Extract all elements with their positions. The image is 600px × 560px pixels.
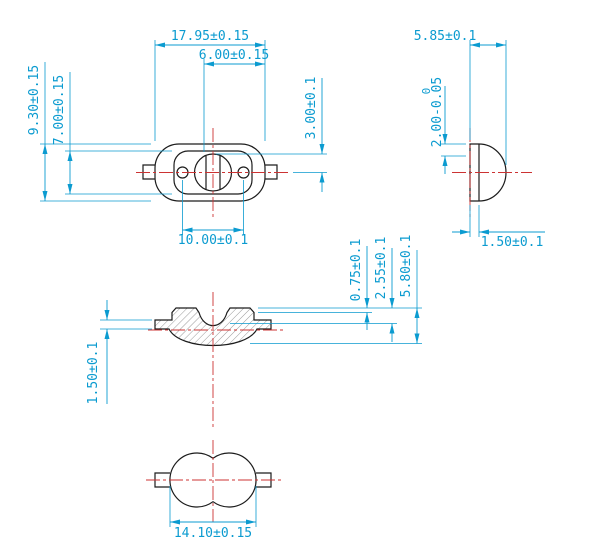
section-extension-lines <box>100 250 422 344</box>
dim-side-edge-width: 1.50±0.1 <box>481 235 544 250</box>
dim-front-width: 17.95±0.15 <box>171 29 249 44</box>
side-centerlines <box>452 128 532 217</box>
dim-side-cap-tol: 0 <box>420 88 433 95</box>
dim-side-depth: 5.85±0.1 <box>414 29 477 44</box>
section-view: 1.50±0.1 0.75±0.1 2.55±0.1 5.80±0.1 <box>86 235 422 428</box>
bottom-view: 14.10±0.15 <box>146 440 282 541</box>
front-right-tab <box>265 164 278 180</box>
front-view: 17.95±0.15 6.00±0.15 9.30±0.15 7.00±0.15… <box>27 29 327 248</box>
bottom-dimensions: 14.10±0.15 <box>169 486 257 541</box>
dim-front-half-height: 3.00±0.1 <box>304 77 319 140</box>
dim-section-tab-thickness: 1.50±0.1 <box>86 342 101 405</box>
dim-front-inner-height: 7.00±0.15 <box>52 75 67 145</box>
section-dimensions: 1.50±0.1 0.75±0.1 2.55±0.1 5.80±0.1 <box>86 235 422 405</box>
side-dimensions: 5.85±0.1 0 2.00-0.05 1.50±0.1 <box>414 29 545 250</box>
front-extension-lines <box>40 40 327 235</box>
bottom-peanut-outline <box>169 452 257 508</box>
dim-section-total-height: 5.80±0.1 <box>399 235 414 298</box>
dim-section-cavity-depth: 2.55±0.1 <box>374 237 389 300</box>
dim-front-height: 9.30±0.15 <box>27 65 42 135</box>
front-dimensions: 17.95±0.15 6.00±0.15 9.30±0.15 7.00±0.15… <box>27 29 327 248</box>
bottom-centerlines <box>146 440 282 522</box>
dim-bottom-width: 14.10±0.15 <box>174 526 252 541</box>
dim-front-hole-spacing: 10.00±0.1 <box>178 233 248 248</box>
side-extension-lines <box>441 40 507 237</box>
front-left-tab <box>142 164 155 180</box>
side-dome-profile <box>469 143 507 202</box>
front-centerlines <box>136 128 291 217</box>
dim-section-step-depth: 0.75±0.1 <box>349 239 364 302</box>
dim-side-cap-height: 2.00-0.05 <box>430 77 445 147</box>
side-view: 5.85±0.1 0 2.00-0.05 1.50±0.1 <box>414 29 545 250</box>
dim-front-lens-width: 6.00±0.15 <box>199 48 269 63</box>
